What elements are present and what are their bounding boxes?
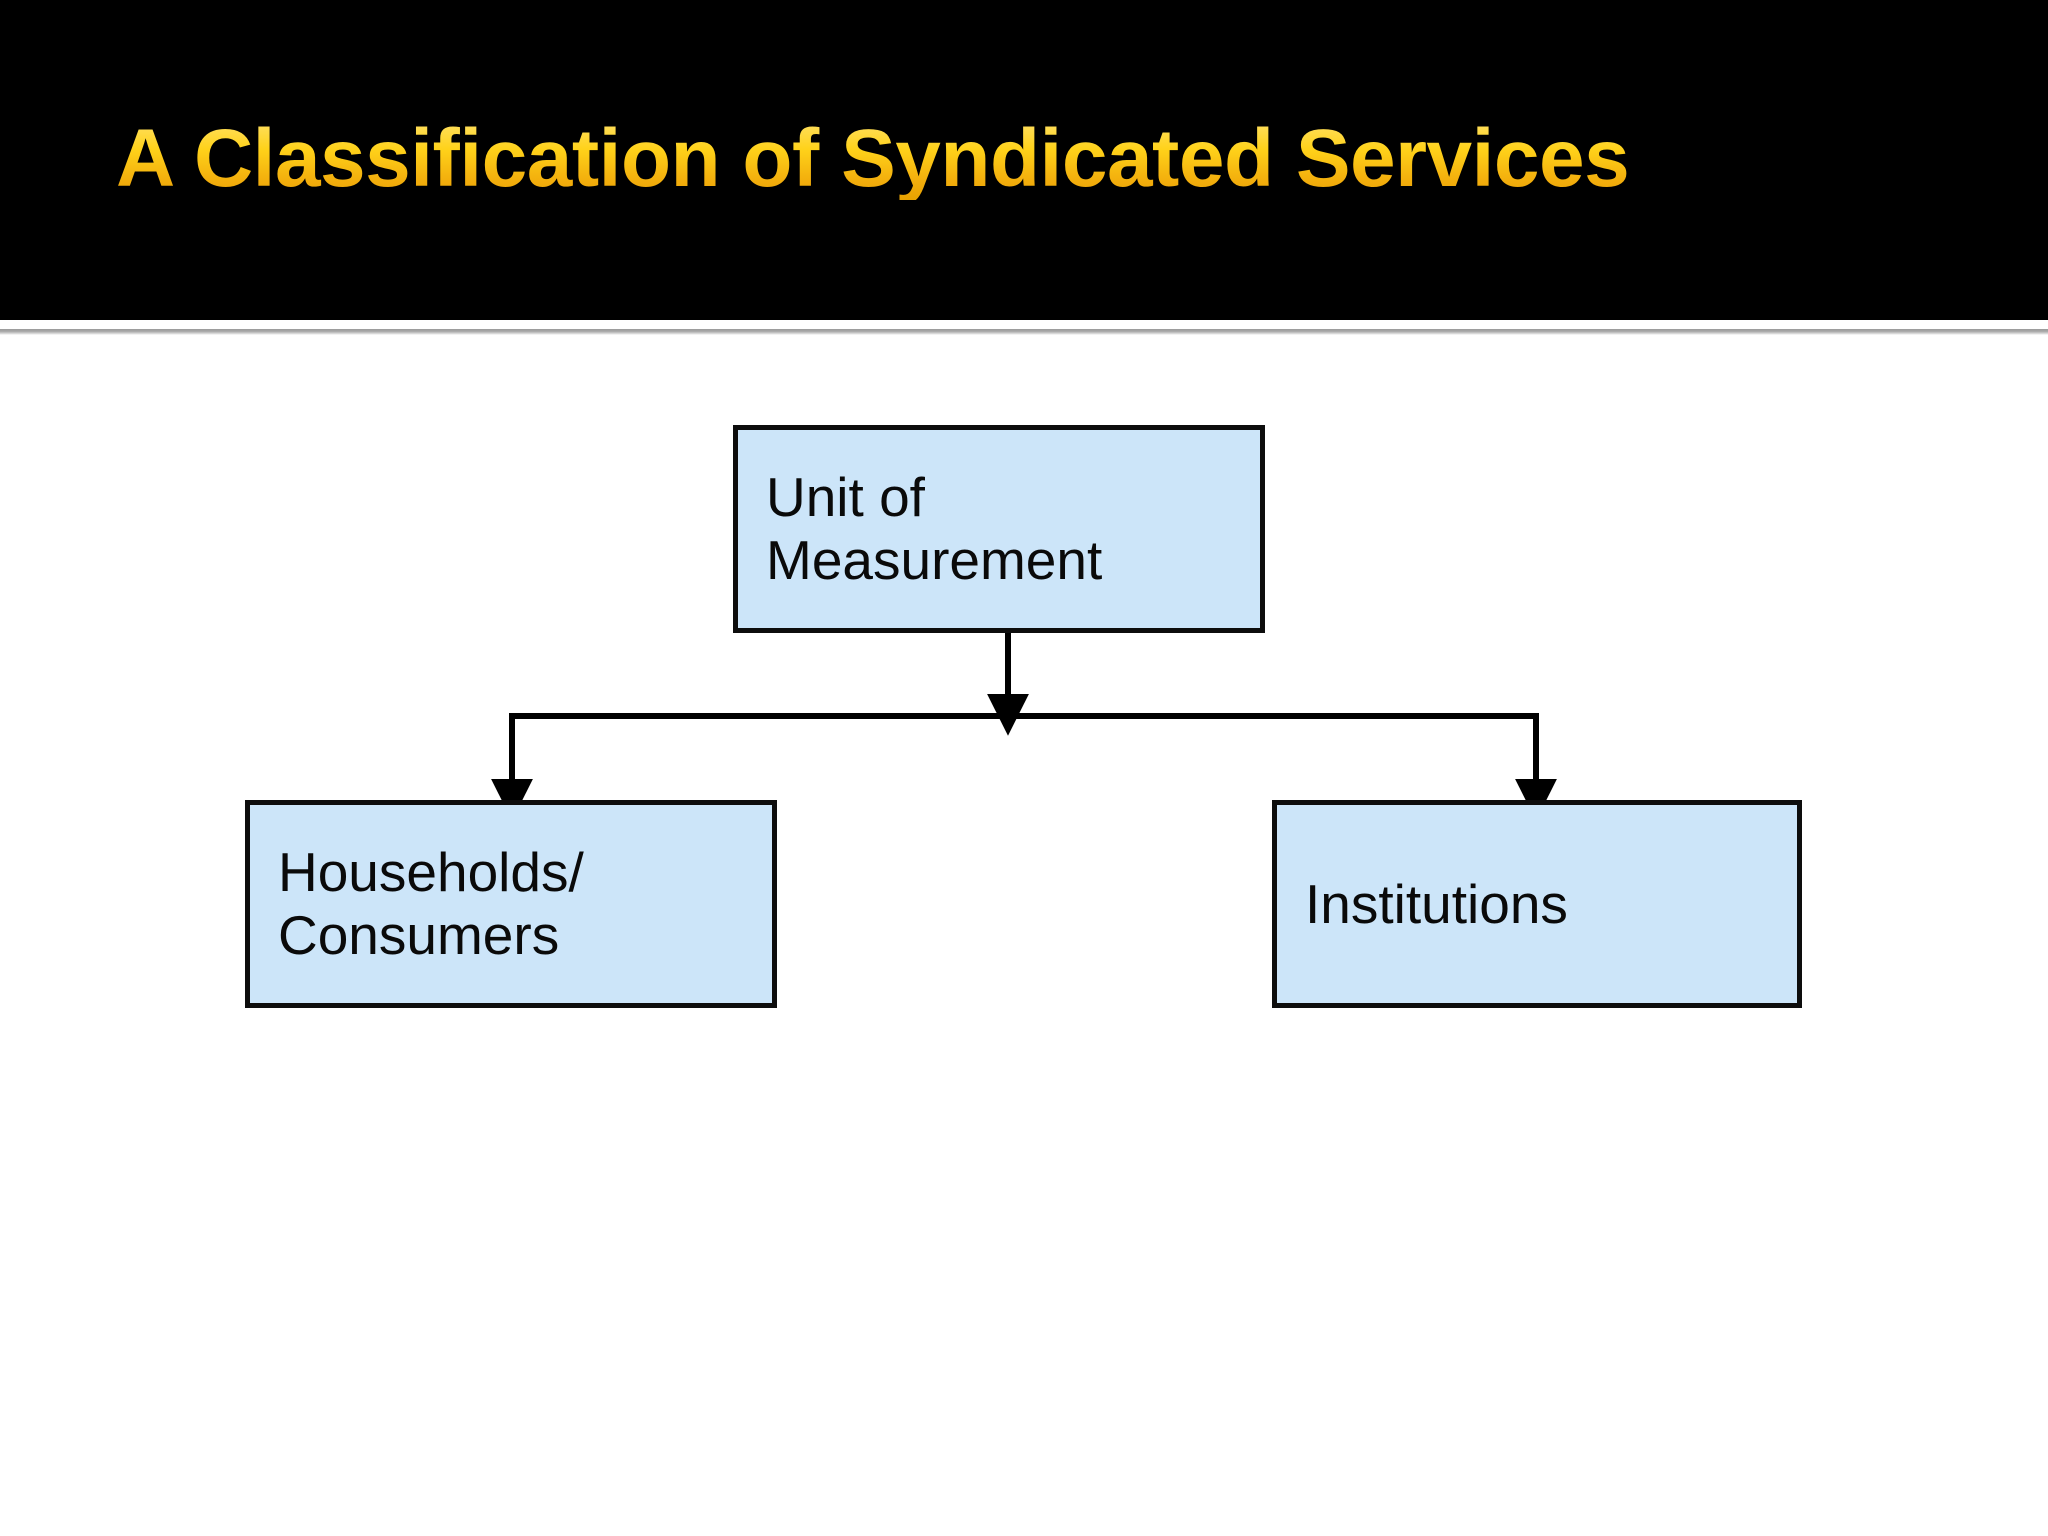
slide-header-band (0, 0, 2048, 320)
diagram-node-institutions[interactable]: Institutions (1272, 800, 1802, 1008)
diagram-node-households-consumers[interactable]: Households/ Consumers (245, 800, 777, 1008)
diagram-node-label: Unit of Measurement (766, 466, 1103, 591)
header-divider (0, 329, 2048, 335)
diagram-node-label: Households/ Consumers (278, 841, 584, 966)
page-title: A Classification of Syndicated Services (116, 113, 1630, 204)
diagram-node-unit-of-measurement[interactable]: Unit of Measurement (733, 425, 1265, 633)
diagram-node-label: Institutions (1305, 872, 1568, 935)
